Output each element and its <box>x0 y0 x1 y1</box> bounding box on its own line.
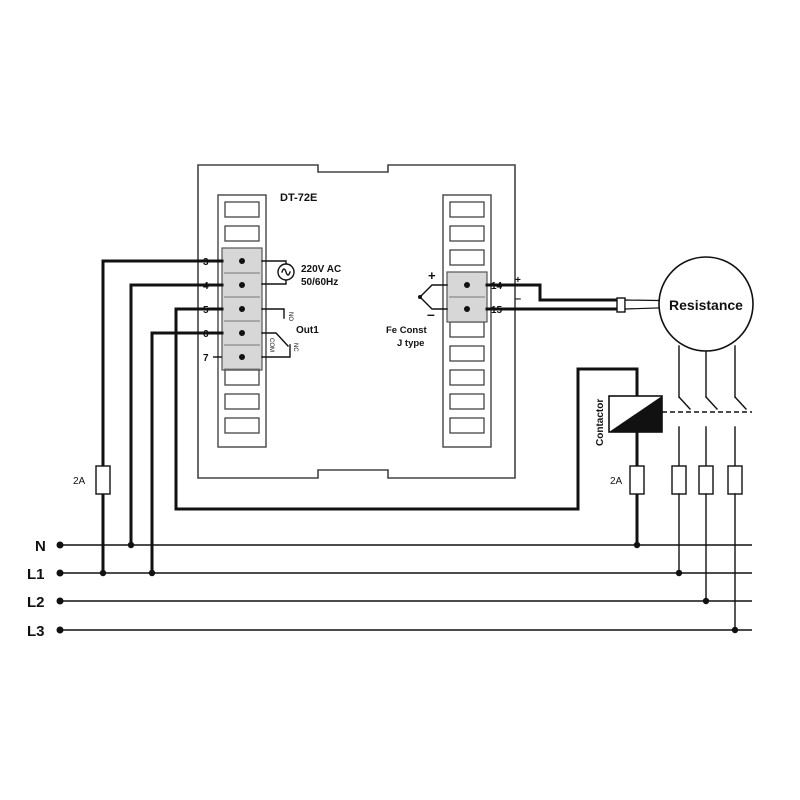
right-strip-slot <box>449 345 485 362</box>
terminal-screw-icon <box>464 282 470 288</box>
wire-terminal-4 <box>129 283 224 547</box>
probe-wire-plus <box>485 283 620 302</box>
right-strip-slot <box>449 393 485 410</box>
left-strip-slot <box>224 225 260 242</box>
contactor-label: Contactor <box>595 399 606 446</box>
phase-branch-l1 <box>671 345 691 577</box>
relay-com-contact <box>261 332 289 347</box>
terminal-screw-icon <box>239 282 245 288</box>
ac-source-wave-icon <box>281 268 291 276</box>
terminal-screw-icon <box>239 354 245 360</box>
sensor-plus-label: + <box>428 268 436 283</box>
line-l1: L1 <box>27 566 752 583</box>
terminal-screw-icon <box>239 306 245 312</box>
sensor-label-1: Fe Const <box>386 325 427 336</box>
probe-sensor <box>616 297 626 313</box>
terminal-screw-icon <box>464 306 470 312</box>
probe-minus-label: – <box>515 293 521 305</box>
right-terminal-slots <box>449 201 485 434</box>
left-strip-slot <box>224 393 260 410</box>
wire-terminal-5-to-contactor <box>174 307 639 511</box>
fuse-control-right-label: 2A <box>610 476 623 487</box>
line-l2-label: L2 <box>27 594 45 611</box>
phase-branch-l2 <box>698 350 718 605</box>
relay-no-label: NO <box>287 312 293 321</box>
sensor-label-2: J type <box>397 338 424 349</box>
junction-n-2 <box>633 541 641 549</box>
left-terminal-block <box>221 247 263 371</box>
left-strip-slot <box>224 369 260 386</box>
left-strip-slot <box>224 201 260 218</box>
line-l1-label: L1 <box>27 566 45 583</box>
junction-l1-1 <box>99 569 107 577</box>
fuse-control-left <box>95 465 111 495</box>
terminal-screw-icon <box>239 330 245 336</box>
line-l3-label: L3 <box>27 623 45 640</box>
right-strip-slot <box>449 201 485 218</box>
right-strip-slot <box>449 321 485 338</box>
right-strip-slot <box>449 249 485 266</box>
model-label: DT-72E <box>280 192 317 204</box>
wire-terminal-6 <box>150 331 224 575</box>
junction-l1-2 <box>148 569 156 577</box>
right-strip-slot <box>449 225 485 242</box>
power-label-2: 50/60Hz <box>301 277 338 288</box>
fuse-control-left-label: 2A <box>73 476 86 487</box>
terminal-number-label: 7 <box>203 353 209 364</box>
probe-plus-label: + <box>515 275 521 286</box>
left-strip-slot <box>224 417 260 434</box>
power-label-1: 220V AC <box>301 264 341 275</box>
resistance-label: Resistance <box>669 297 743 313</box>
relay-no-contact <box>261 308 285 319</box>
line-n-label: N <box>35 538 46 555</box>
contactor-coil-icon <box>609 396 662 432</box>
right-strip-slot <box>449 417 485 434</box>
thermocouple-junction-icon <box>418 295 422 299</box>
relay-nc-label: NC <box>292 343 298 352</box>
line-n: N <box>35 538 752 555</box>
relay-com-label: COM <box>268 338 274 352</box>
wire-terminal-3 <box>101 259 224 468</box>
sensor-minus-label: – <box>427 306 435 322</box>
phase-branch-l3 <box>727 345 747 634</box>
output-label: Out1 <box>296 325 319 336</box>
line-l2: L2 <box>27 594 752 611</box>
line-l3: L3 <box>27 623 752 640</box>
fuse-control-right <box>629 465 645 495</box>
terminal-screw-icon <box>239 258 245 264</box>
relay-nc-contact <box>261 344 291 358</box>
junction-n-1 <box>127 541 135 549</box>
controller-panel <box>197 164 516 479</box>
right-strip-slot <box>449 369 485 386</box>
